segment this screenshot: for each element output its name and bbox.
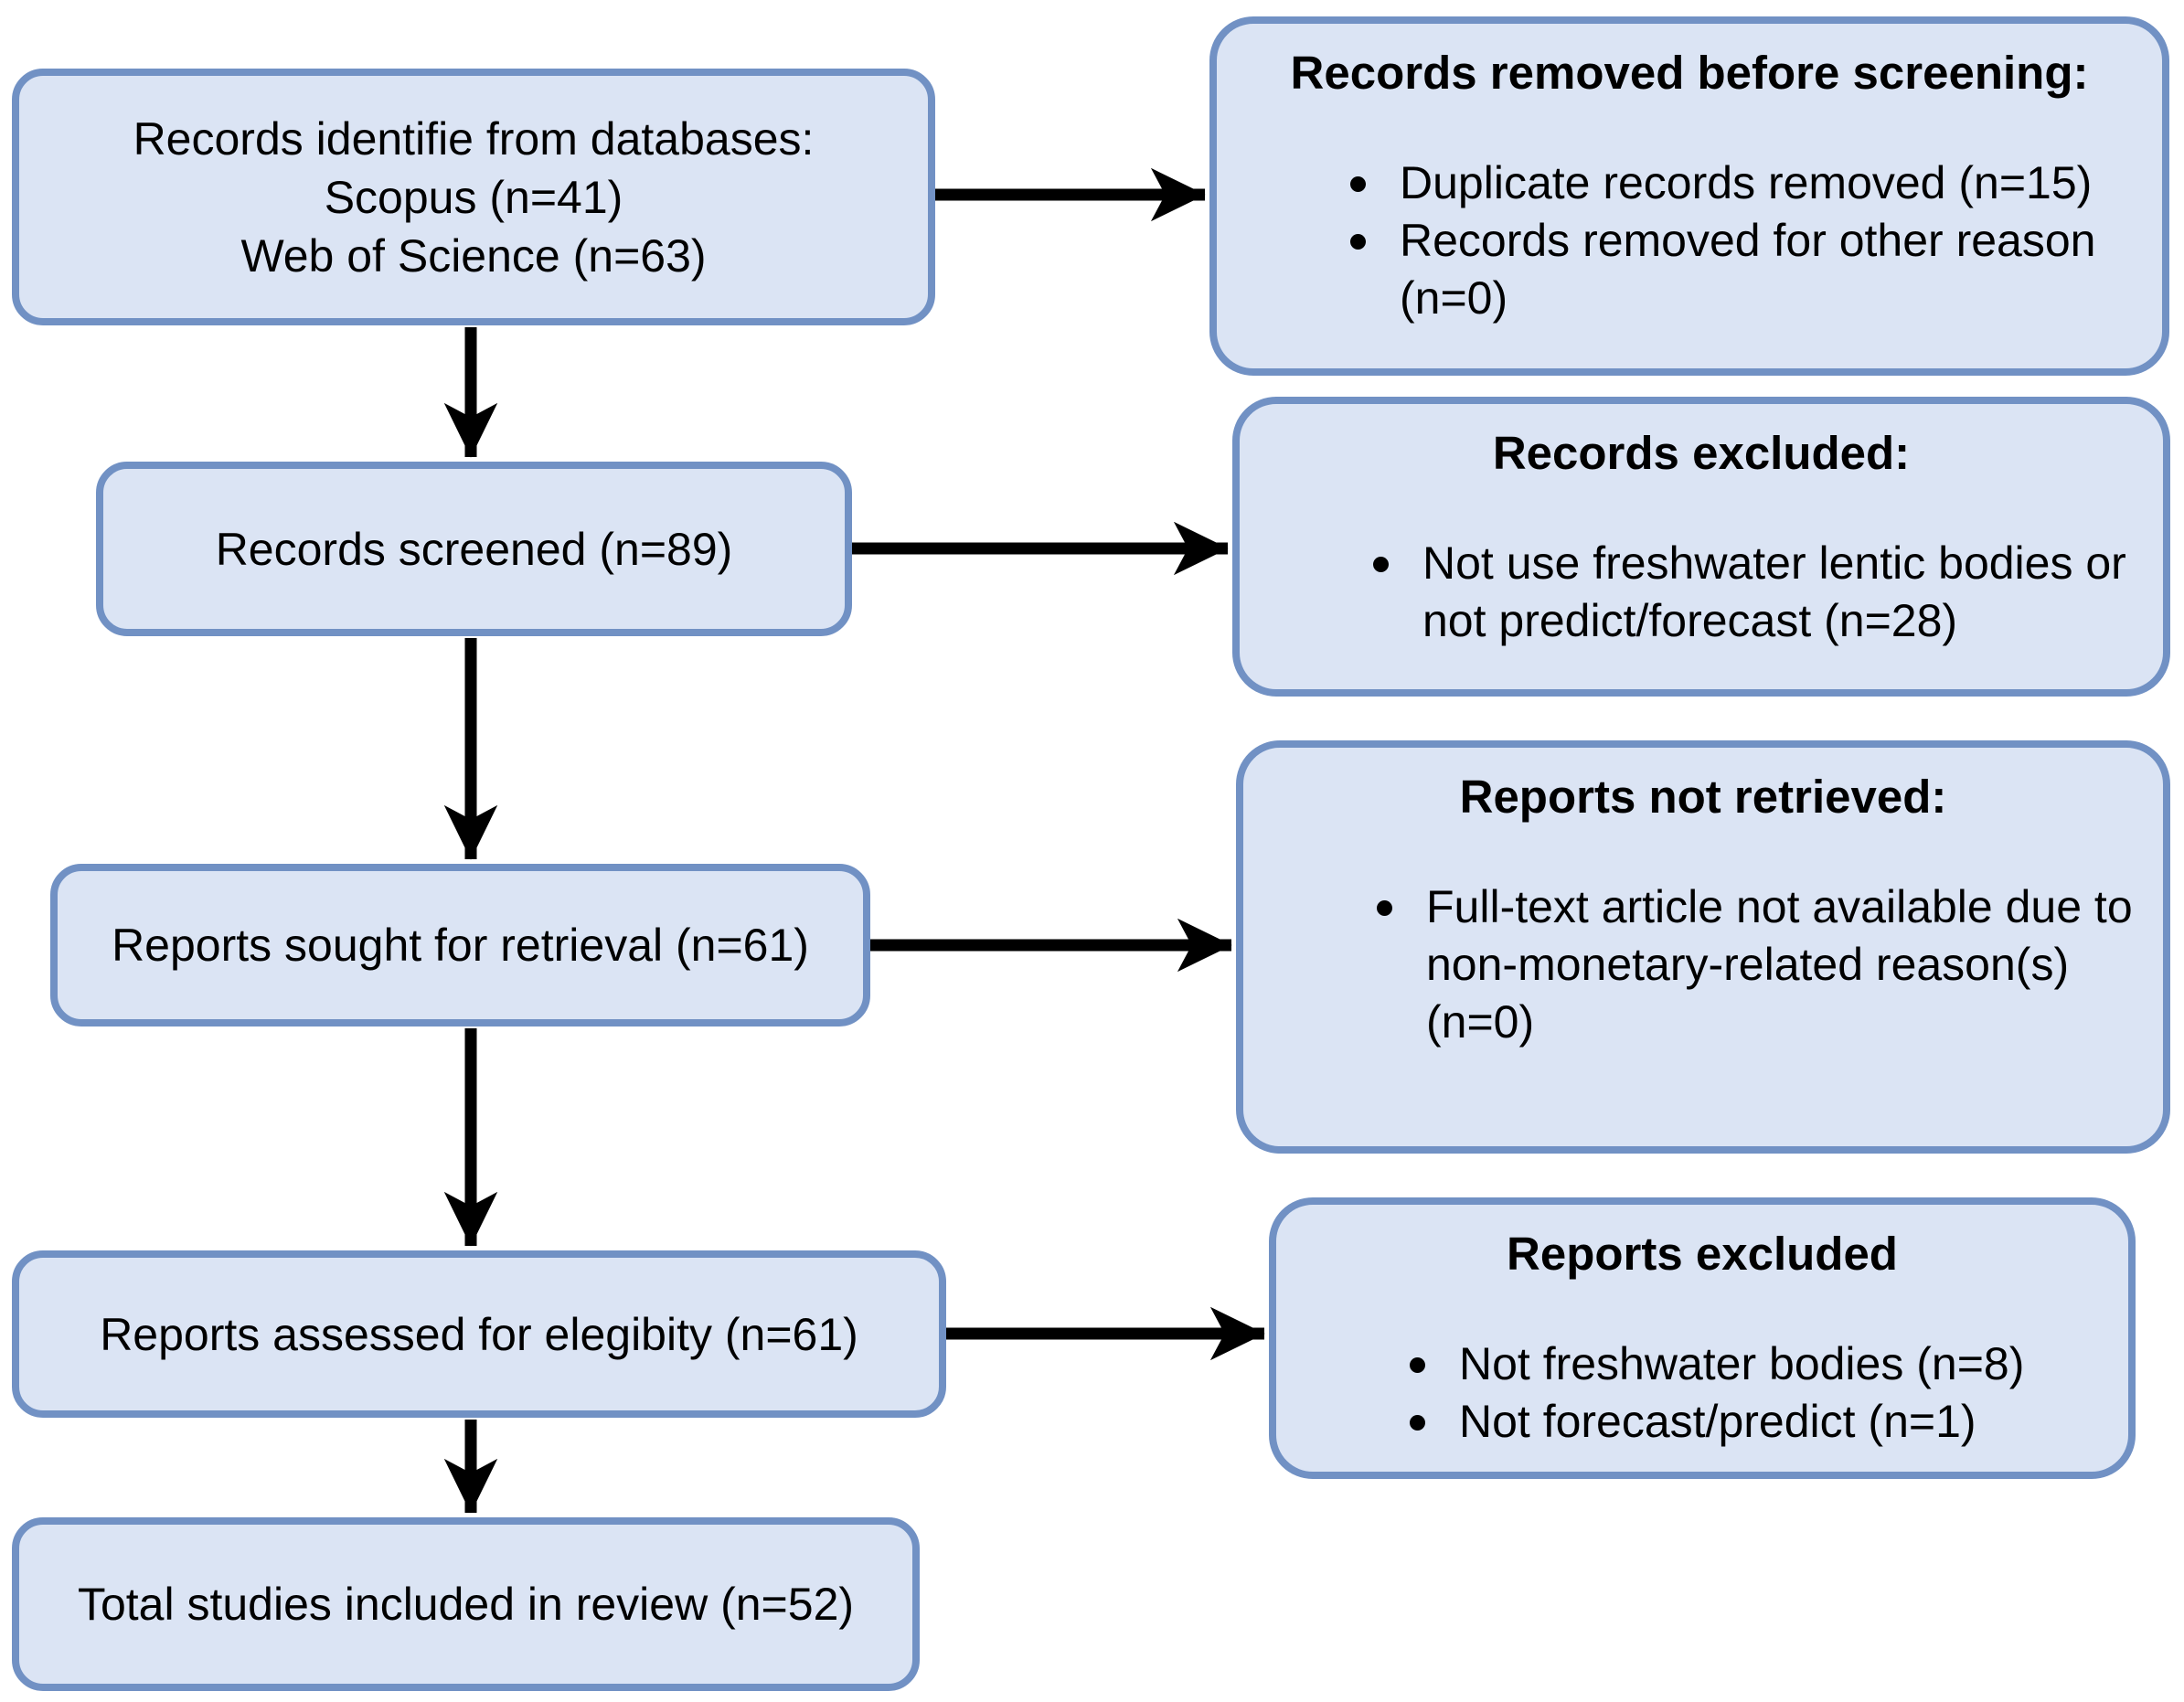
- box-total-included: Total studies included in review (n=52): [12, 1517, 920, 1691]
- box-records-screened: Records screened (n=89): [96, 462, 852, 636]
- bullet-item: Not forecast/predict (n=1): [1404, 1393, 2119, 1451]
- bullet-item: Not use freshwater lentic bodies or not …: [1368, 535, 2154, 650]
- box-records-identified-line3: Web of Science (n=63): [240, 229, 707, 282]
- box-records-identified: Records identifie from databases: Scopus…: [12, 69, 935, 325]
- box-records-screened-label: Records screened (n=89): [215, 523, 733, 575]
- box-reports-assessed-label: Reports assessed for elegibity (n=61): [100, 1308, 858, 1360]
- bullet-item: Duplicate records removed (n=15): [1345, 154, 2153, 212]
- box-reports-not-retrieved: Reports not retrieved: Full-text article…: [1236, 740, 2170, 1154]
- bullet-item: Not freshwater bodies (n=8): [1404, 1335, 2119, 1393]
- bullet-item: Records removed for other reason (n=0): [1345, 212, 2153, 327]
- box-reports-sought-label: Reports sought for retrieval (n=61): [112, 920, 809, 971]
- box-records-excluded-title: Records excluded:: [1492, 427, 1911, 479]
- box-reports-excluded-title: Reports excluded: [1507, 1228, 1898, 1280]
- box-records-removed: Records removed before screening: Duplic…: [1209, 16, 2169, 376]
- box-reports-sought: Reports sought for retrieval (n=61): [50, 864, 870, 1027]
- box-records-removed-title: Records removed before screening:: [1290, 47, 2089, 99]
- bullet-item: Full-text article not available due to n…: [1371, 878, 2154, 1051]
- box-records-identified-line1: Records identifie from databases:: [133, 112, 815, 165]
- box-reports-assessed: Reports assessed for elegibity (n=61): [12, 1250, 946, 1418]
- box-reports-not-retrieved-title: Reports not retrieved:: [1459, 771, 1947, 823]
- box-records-removed-bullets: Duplicate records removed (n=15) Records…: [1345, 154, 2153, 327]
- box-total-included-label: Total studies included in review (n=52): [77, 1579, 855, 1630]
- box-records-excluded: Records excluded: Not use freshwater len…: [1232, 397, 2170, 697]
- box-records-identified-line2: Scopus (n=41): [324, 171, 623, 223]
- box-reports-not-retrieved-bullets: Full-text article not available due to n…: [1371, 878, 2154, 1051]
- box-reports-excluded: Reports excluded Not freshwater bodies (…: [1269, 1197, 2136, 1479]
- box-records-excluded-bullets: Not use freshwater lentic bodies or not …: [1368, 535, 2154, 650]
- box-reports-excluded-bullets: Not freshwater bodies (n=8) Not forecast…: [1404, 1335, 2119, 1451]
